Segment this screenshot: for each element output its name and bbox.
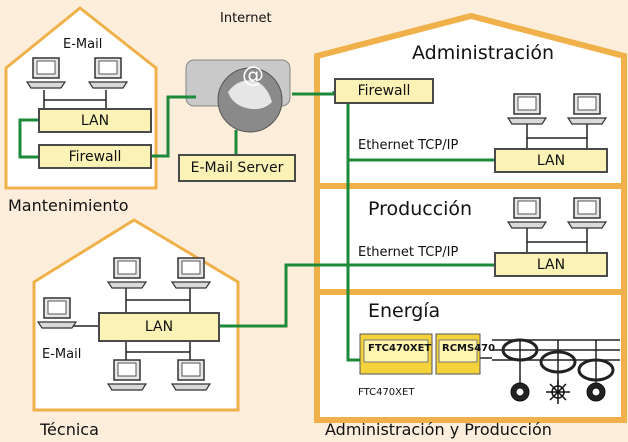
computer-icon <box>26 57 66 89</box>
lan-box-admin: LAN <box>494 148 608 173</box>
ethernet-label-admin: Ethernet TCP/IP <box>358 138 459 153</box>
email-label-tecnica: E-Mail <box>42 347 82 362</box>
lan-box-mantenimiento: LAN <box>38 108 152 133</box>
energia-label: Energía <box>368 300 441 322</box>
email-server-box: E-Mail Server <box>178 154 296 182</box>
lan-box-prod: LAN <box>494 252 608 277</box>
admin-produccion-label: Administración y Producción <box>325 420 552 439</box>
email-label-mantenimiento: E-Mail <box>63 37 103 52</box>
building-administracion-produccion <box>314 12 627 423</box>
computer-icon <box>567 93 607 125</box>
computer-icon <box>171 359 211 391</box>
computer-icon <box>171 257 211 289</box>
ftc470xet-device-label: FTC470XET <box>368 343 432 354</box>
building-mantenimiento <box>4 6 158 190</box>
firewall-box-admin: Firewall <box>334 78 434 104</box>
ftc470xet-caption: FTC470XET <box>358 387 415 398</box>
motor-icon <box>510 382 530 402</box>
svg-text:@: @ <box>242 63 264 88</box>
administracion-label: Administración <box>412 42 555 64</box>
motor-icon <box>586 382 606 402</box>
internet-globe-icon: @ <box>185 59 291 133</box>
internet-label: Internet <box>220 11 272 26</box>
rcms470-device <box>435 333 481 375</box>
produccion-label: Producción <box>368 198 473 220</box>
tecnica-label: Técnica <box>40 420 99 439</box>
rcms470-device-label: RCMS470 <box>442 343 496 354</box>
lamp-icon <box>546 380 570 404</box>
firewall-box-mantenimiento: Firewall <box>38 144 152 169</box>
lan-box-tecnica: LAN <box>98 312 220 342</box>
computer-icon <box>507 93 547 125</box>
computer-icon <box>567 197 607 229</box>
computer-icon <box>88 57 128 89</box>
mantenimiento-label: Mantenimiento <box>8 196 129 215</box>
computer-icon <box>37 297 77 329</box>
computer-icon <box>507 197 547 229</box>
computer-icon <box>107 359 147 391</box>
ftc470xet-device <box>359 333 433 375</box>
ethernet-label-prod: Ethernet TCP/IP <box>358 245 459 260</box>
computer-icon <box>107 257 147 289</box>
